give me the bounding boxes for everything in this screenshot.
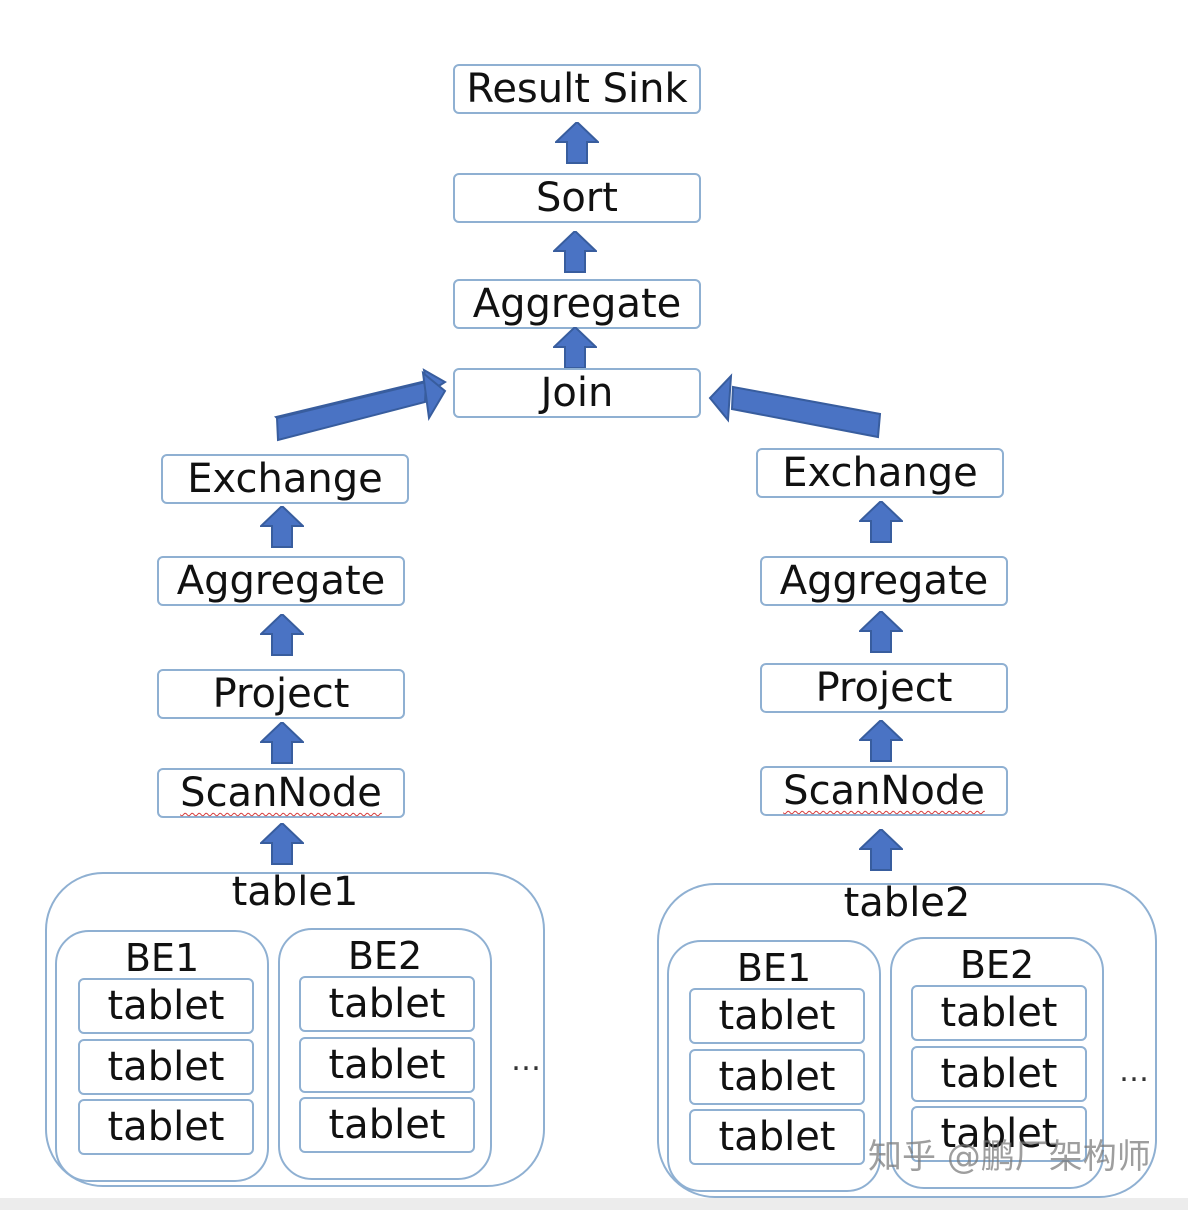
table1-be2-label: BE2 — [347, 934, 423, 978]
right-diagonal-arrow-head-icon — [708, 373, 733, 423]
table2-be1-label: BE1 — [736, 946, 812, 990]
table1-be1-box: BE1 tablet tablet tablet — [55, 930, 269, 1182]
left-scannode-node: ScanNode — [157, 768, 405, 818]
right-aggregate-node: Aggregate — [760, 556, 1008, 606]
table2-be1-box: BE1 tablet tablet tablet — [667, 940, 881, 1192]
tablet-label: tablet — [328, 981, 446, 1027]
result-sink-node: Result Sink — [453, 64, 701, 114]
bottom-strip — [0, 1198, 1188, 1210]
table2-more-indicator: … — [1119, 1054, 1149, 1089]
table1-more-indicator: … — [511, 1043, 541, 1078]
right-scannode-node: ScanNode — [760, 766, 1008, 816]
right-project-node: Project — [760, 663, 1008, 713]
up-arrow-icon — [260, 722, 304, 764]
top-aggregate-node: Aggregate — [453, 279, 701, 329]
tablet-label: tablet — [328, 1042, 446, 1088]
table2-group: table2 BE1 tablet tablet tablet BE2 tabl… — [657, 883, 1157, 1198]
top-aggregate-label: Aggregate — [472, 281, 682, 327]
tablet-label: tablet — [718, 1114, 836, 1160]
left-aggregate-label: Aggregate — [176, 558, 386, 604]
tablet-label: tablet — [718, 1054, 836, 1100]
right-project-label: Project — [815, 665, 953, 711]
up-arrow-icon — [555, 122, 599, 164]
right-exchange-node: Exchange — [756, 448, 1004, 498]
table1-be2-box: BE2 tablet tablet tablet — [278, 928, 492, 1180]
tablet-item: tablet — [911, 1106, 1087, 1162]
left-scannode-label: ScanNode — [180, 770, 382, 816]
tablet-item: tablet — [299, 1037, 475, 1093]
table2-be2-label: BE2 — [959, 943, 1035, 987]
tablet-label: tablet — [107, 1104, 225, 1150]
tablet-label: tablet — [107, 983, 225, 1029]
up-arrow-icon — [553, 231, 597, 273]
tablet-item: tablet — [689, 1109, 865, 1165]
left-diagonal-arrow-body-icon — [275, 380, 428, 442]
table1-group: table1 BE1 tablet tablet tablet BE2 tabl… — [45, 872, 545, 1187]
up-arrow-icon — [859, 501, 903, 543]
tablet-label: tablet — [328, 1102, 446, 1148]
tablet-item: tablet — [299, 976, 475, 1032]
tablet-item: tablet — [689, 1049, 865, 1105]
tablet-label: tablet — [940, 1051, 1058, 1097]
tablet-label: tablet — [718, 993, 836, 1039]
tablet-item: tablet — [78, 1039, 254, 1095]
table1-be1-label: BE1 — [124, 936, 200, 980]
tablet-item: tablet — [78, 1099, 254, 1155]
right-scannode-label: ScanNode — [783, 768, 985, 814]
up-arrow-icon — [553, 327, 597, 369]
up-arrow-icon — [859, 829, 903, 871]
left-diagonal-arrow-head-icon — [421, 370, 447, 421]
join-node: Join — [453, 368, 701, 418]
tablet-item: tablet — [689, 988, 865, 1044]
sort-node: Sort — [453, 173, 701, 223]
right-diagonal-arrow-body-icon — [730, 385, 882, 439]
tablet-item: tablet — [911, 985, 1087, 1041]
left-project-label: Project — [212, 671, 350, 717]
up-arrow-icon — [260, 823, 304, 865]
up-arrow-icon — [859, 720, 903, 762]
tablet-item: tablet — [78, 978, 254, 1034]
up-arrow-icon — [260, 506, 304, 548]
tablet-label: tablet — [940, 1111, 1058, 1157]
up-arrow-icon — [859, 611, 903, 653]
sort-label: Sort — [536, 175, 618, 221]
table2-be2-box: BE2 tablet tablet tablet — [890, 937, 1104, 1189]
table1-label: table1 — [231, 869, 359, 915]
left-exchange-node: Exchange — [161, 454, 409, 504]
left-aggregate-node: Aggregate — [157, 556, 405, 606]
table2-label: table2 — [843, 880, 971, 926]
left-project-node: Project — [157, 669, 405, 719]
tablet-item: tablet — [299, 1097, 475, 1153]
watermark-text: 知乎 @鹏厂架构师 — [868, 1137, 1151, 1177]
tablet-item: tablet — [911, 1046, 1087, 1102]
join-label: Join — [540, 370, 614, 416]
left-diagonal-arrow-icon — [274, 368, 447, 420]
tablet-label: tablet — [107, 1044, 225, 1090]
right-aggregate-label: Aggregate — [779, 558, 989, 604]
up-arrow-icon — [260, 614, 304, 656]
tablet-label: tablet — [940, 990, 1058, 1036]
right-exchange-label: Exchange — [782, 450, 978, 496]
left-exchange-label: Exchange — [187, 456, 383, 502]
result-sink-label: Result Sink — [466, 66, 688, 112]
